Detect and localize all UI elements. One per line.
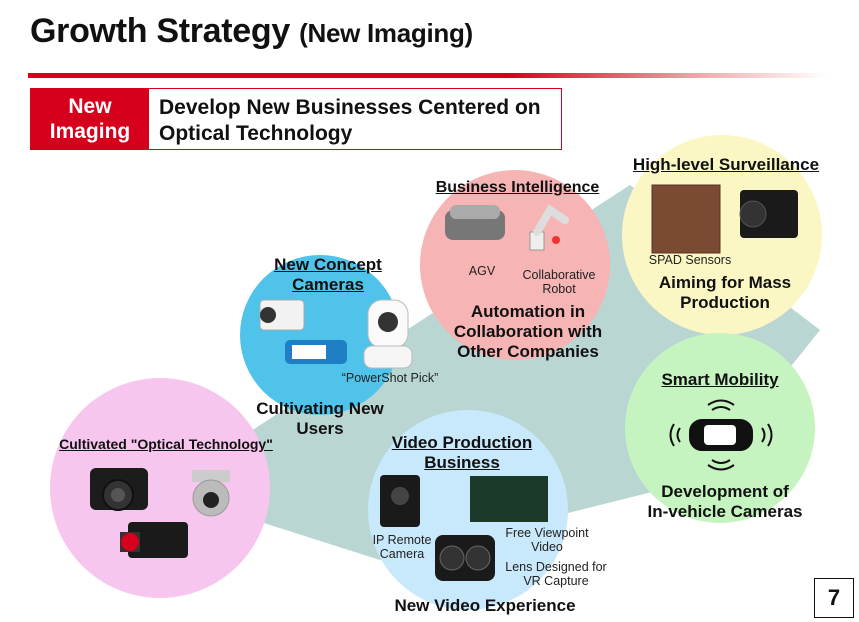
robot-label-line2: Robot — [542, 282, 576, 296]
circle-cameras — [240, 255, 400, 415]
surveillance-title: High-level Surveillance — [632, 155, 820, 174]
robot-label: Collaborative Robot — [511, 268, 607, 296]
dslr-camera-icon — [90, 468, 148, 511]
vr-lens-label-line1: Lens Designed for — [505, 560, 607, 574]
cameras-footer-line1: Cultivating New — [256, 399, 384, 418]
video-title-line1: Video Production — [391, 433, 533, 452]
banner-tag-line2: Imaging — [49, 120, 131, 143]
vr-lens-camera-icon — [435, 535, 495, 581]
video-title-line2: Business — [424, 453, 500, 472]
surveillance-camera-icon — [739, 190, 798, 238]
title-underline — [28, 73, 828, 78]
surveillance-footer-line2: Production — [680, 293, 770, 312]
free-viewpoint-label: Free Viewpoint Video — [492, 526, 602, 554]
optical-title: Cultivated "Optical Technology" — [59, 436, 273, 452]
business-footer: Automation in Collaboration with Other C… — [438, 302, 618, 362]
ip-camera-label: IP Remote Camera — [362, 533, 442, 561]
free-viewpoint-label-line2: Video — [531, 540, 563, 554]
cameras-footer-line2: Users — [296, 419, 344, 438]
cameras-title-line2: Cameras — [292, 275, 364, 294]
cameras-title-line1: New Concept — [274, 255, 382, 274]
banner: New Imaging Develop New Businesses Cente… — [30, 88, 562, 150]
surveillance-footer-line1: Aiming for Mass — [658, 273, 792, 292]
surveillance-footer: Aiming for Mass Production — [640, 273, 810, 313]
mobility-footer-line2: In-vehicle Cameras — [647, 502, 803, 521]
ivy-camera-icon — [285, 340, 347, 364]
robot-arm-icon — [529, 204, 569, 251]
title-subtitle: (New Imaging) — [299, 18, 473, 48]
vr-lens-label: Lens Designed for VR Capture — [496, 560, 616, 588]
banner-tag: New Imaging — [31, 89, 149, 149]
cameras-footer: Cultivating New Users — [250, 399, 390, 439]
business-footer-line3: Other Companies — [457, 342, 599, 361]
spad-label: SPAD Sensors — [648, 253, 732, 267]
business-title: Business Intelligence — [435, 179, 600, 196]
title-main: Growth Strategy — [30, 12, 290, 50]
banner-text-line2: Optical Technology — [159, 122, 353, 145]
car-sensor-icon — [669, 399, 773, 471]
mobility-footer: Development of In-vehicle Cameras — [630, 482, 820, 522]
cameras-title: New Concept Cameras — [258, 255, 398, 295]
mobility-title: Smart Mobility — [661, 370, 779, 389]
cinema-camera-icon — [120, 522, 188, 558]
spad-sensor-icon — [651, 184, 721, 254]
agv-label: AGV — [468, 264, 496, 278]
video-footer: New Video Experience — [394, 596, 576, 615]
business-footer-line2: Collaboration with — [453, 322, 603, 341]
banner-tag-line1: New — [68, 95, 112, 118]
powershot-pick-icon — [363, 299, 413, 369]
powershot-caption: “PowerShot Pick” — [341, 371, 439, 385]
circle-video — [368, 410, 568, 610]
banner-text-line1: Develop New Businesses Centered on — [159, 96, 541, 119]
robot-label-line1: Collaborative — [522, 268, 596, 282]
agv-icon — [445, 205, 505, 240]
free-viewpoint-label-line1: Free Viewpoint — [505, 526, 589, 540]
vr-lens-label-line2: VR Capture — [523, 574, 589, 588]
business-footer-line1: Automation in — [470, 302, 586, 321]
compact-camera-icon — [259, 299, 305, 331]
ip-camera-label-line1: IP Remote — [372, 533, 432, 547]
page-number: 7 — [814, 578, 854, 618]
video-title: Video Production Business — [372, 433, 552, 473]
page-title: Growth Strategy (New Imaging) — [30, 12, 473, 51]
mobility-footer-line1: Development of — [661, 482, 789, 501]
circle-optical — [50, 378, 270, 598]
banner-text: Develop New Businesses Centered on Optic… — [159, 95, 541, 147]
ip-camera-label-line2: Camera — [379, 547, 425, 561]
ip-camera-icon — [380, 475, 420, 527]
ptz-camera-icon — [192, 470, 230, 517]
free-viewpoint-image — [470, 476, 548, 522]
